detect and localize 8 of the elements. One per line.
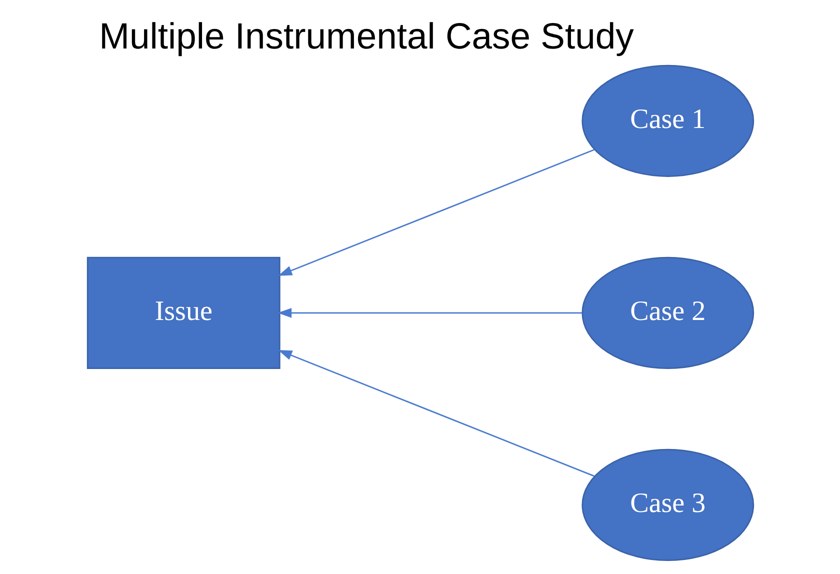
arrow bbox=[278, 350, 594, 477]
node-ellipse: Case 2 bbox=[581, 256, 754, 369]
node-ellipse: Case 1 bbox=[581, 64, 754, 177]
node-box: Issue bbox=[86, 256, 280, 369]
arrow bbox=[278, 149, 594, 276]
arrow bbox=[277, 308, 582, 318]
diagram-title: Multiple Instrumental Case Study bbox=[98, 15, 634, 56]
node-ellipse: Case 3 bbox=[581, 448, 754, 562]
